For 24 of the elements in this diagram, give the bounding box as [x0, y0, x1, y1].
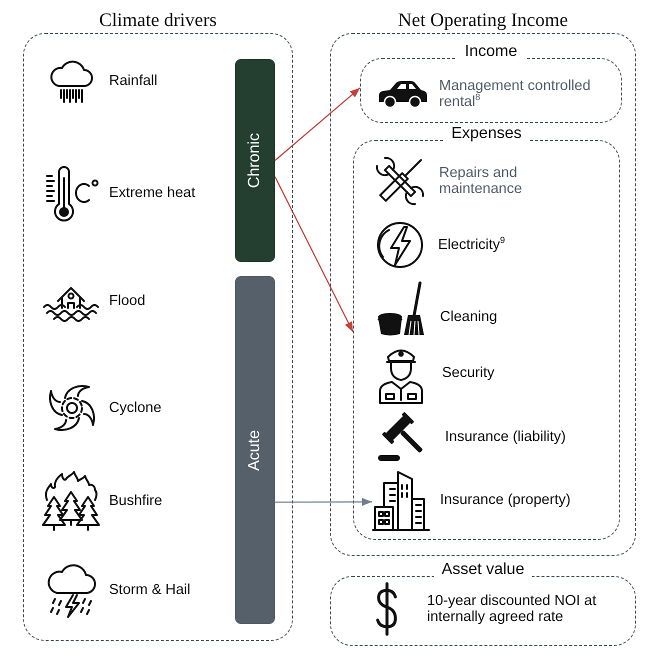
- driver-label: Flood: [109, 293, 146, 309]
- expense-label: Insurance (liability): [445, 429, 566, 445]
- driver-label: Bushfire: [109, 493, 162, 509]
- driver-label: Rainfall: [109, 73, 158, 89]
- panel-heading: Asset value: [434, 561, 532, 578]
- expense-label: Electricity$^{9}$: [438, 237, 506, 253]
- expense-label: Security: [442, 365, 494, 381]
- driver-label: Storm & Hail: [109, 582, 190, 598]
- panel-heading: Income: [456, 43, 526, 60]
- category-label: Acute: [246, 430, 264, 470]
- expense-label: Repairs and maintenance: [439, 165, 524, 197]
- arrow: [274, 176, 354, 332]
- arrow: [275, 498, 372, 506]
- expense-label: Cleaning: [440, 309, 498, 325]
- expense-label: Insurance (property): [440, 492, 571, 508]
- valuation-note: 10-year discounted NOI at internally agreed rate: [427, 593, 598, 625]
- category-label: Chronic: [246, 132, 264, 188]
- category-bar: [235, 276, 275, 624]
- income-label: Management controlled rental$^{8}$: [439, 78, 592, 110]
- category-bar: [235, 59, 275, 262]
- panel-heading: Expenses: [443, 125, 530, 142]
- arrow: [274, 87, 360, 161]
- driver-label: Extreme heat: [109, 185, 196, 201]
- driver-label: Cyclone: [109, 400, 162, 416]
